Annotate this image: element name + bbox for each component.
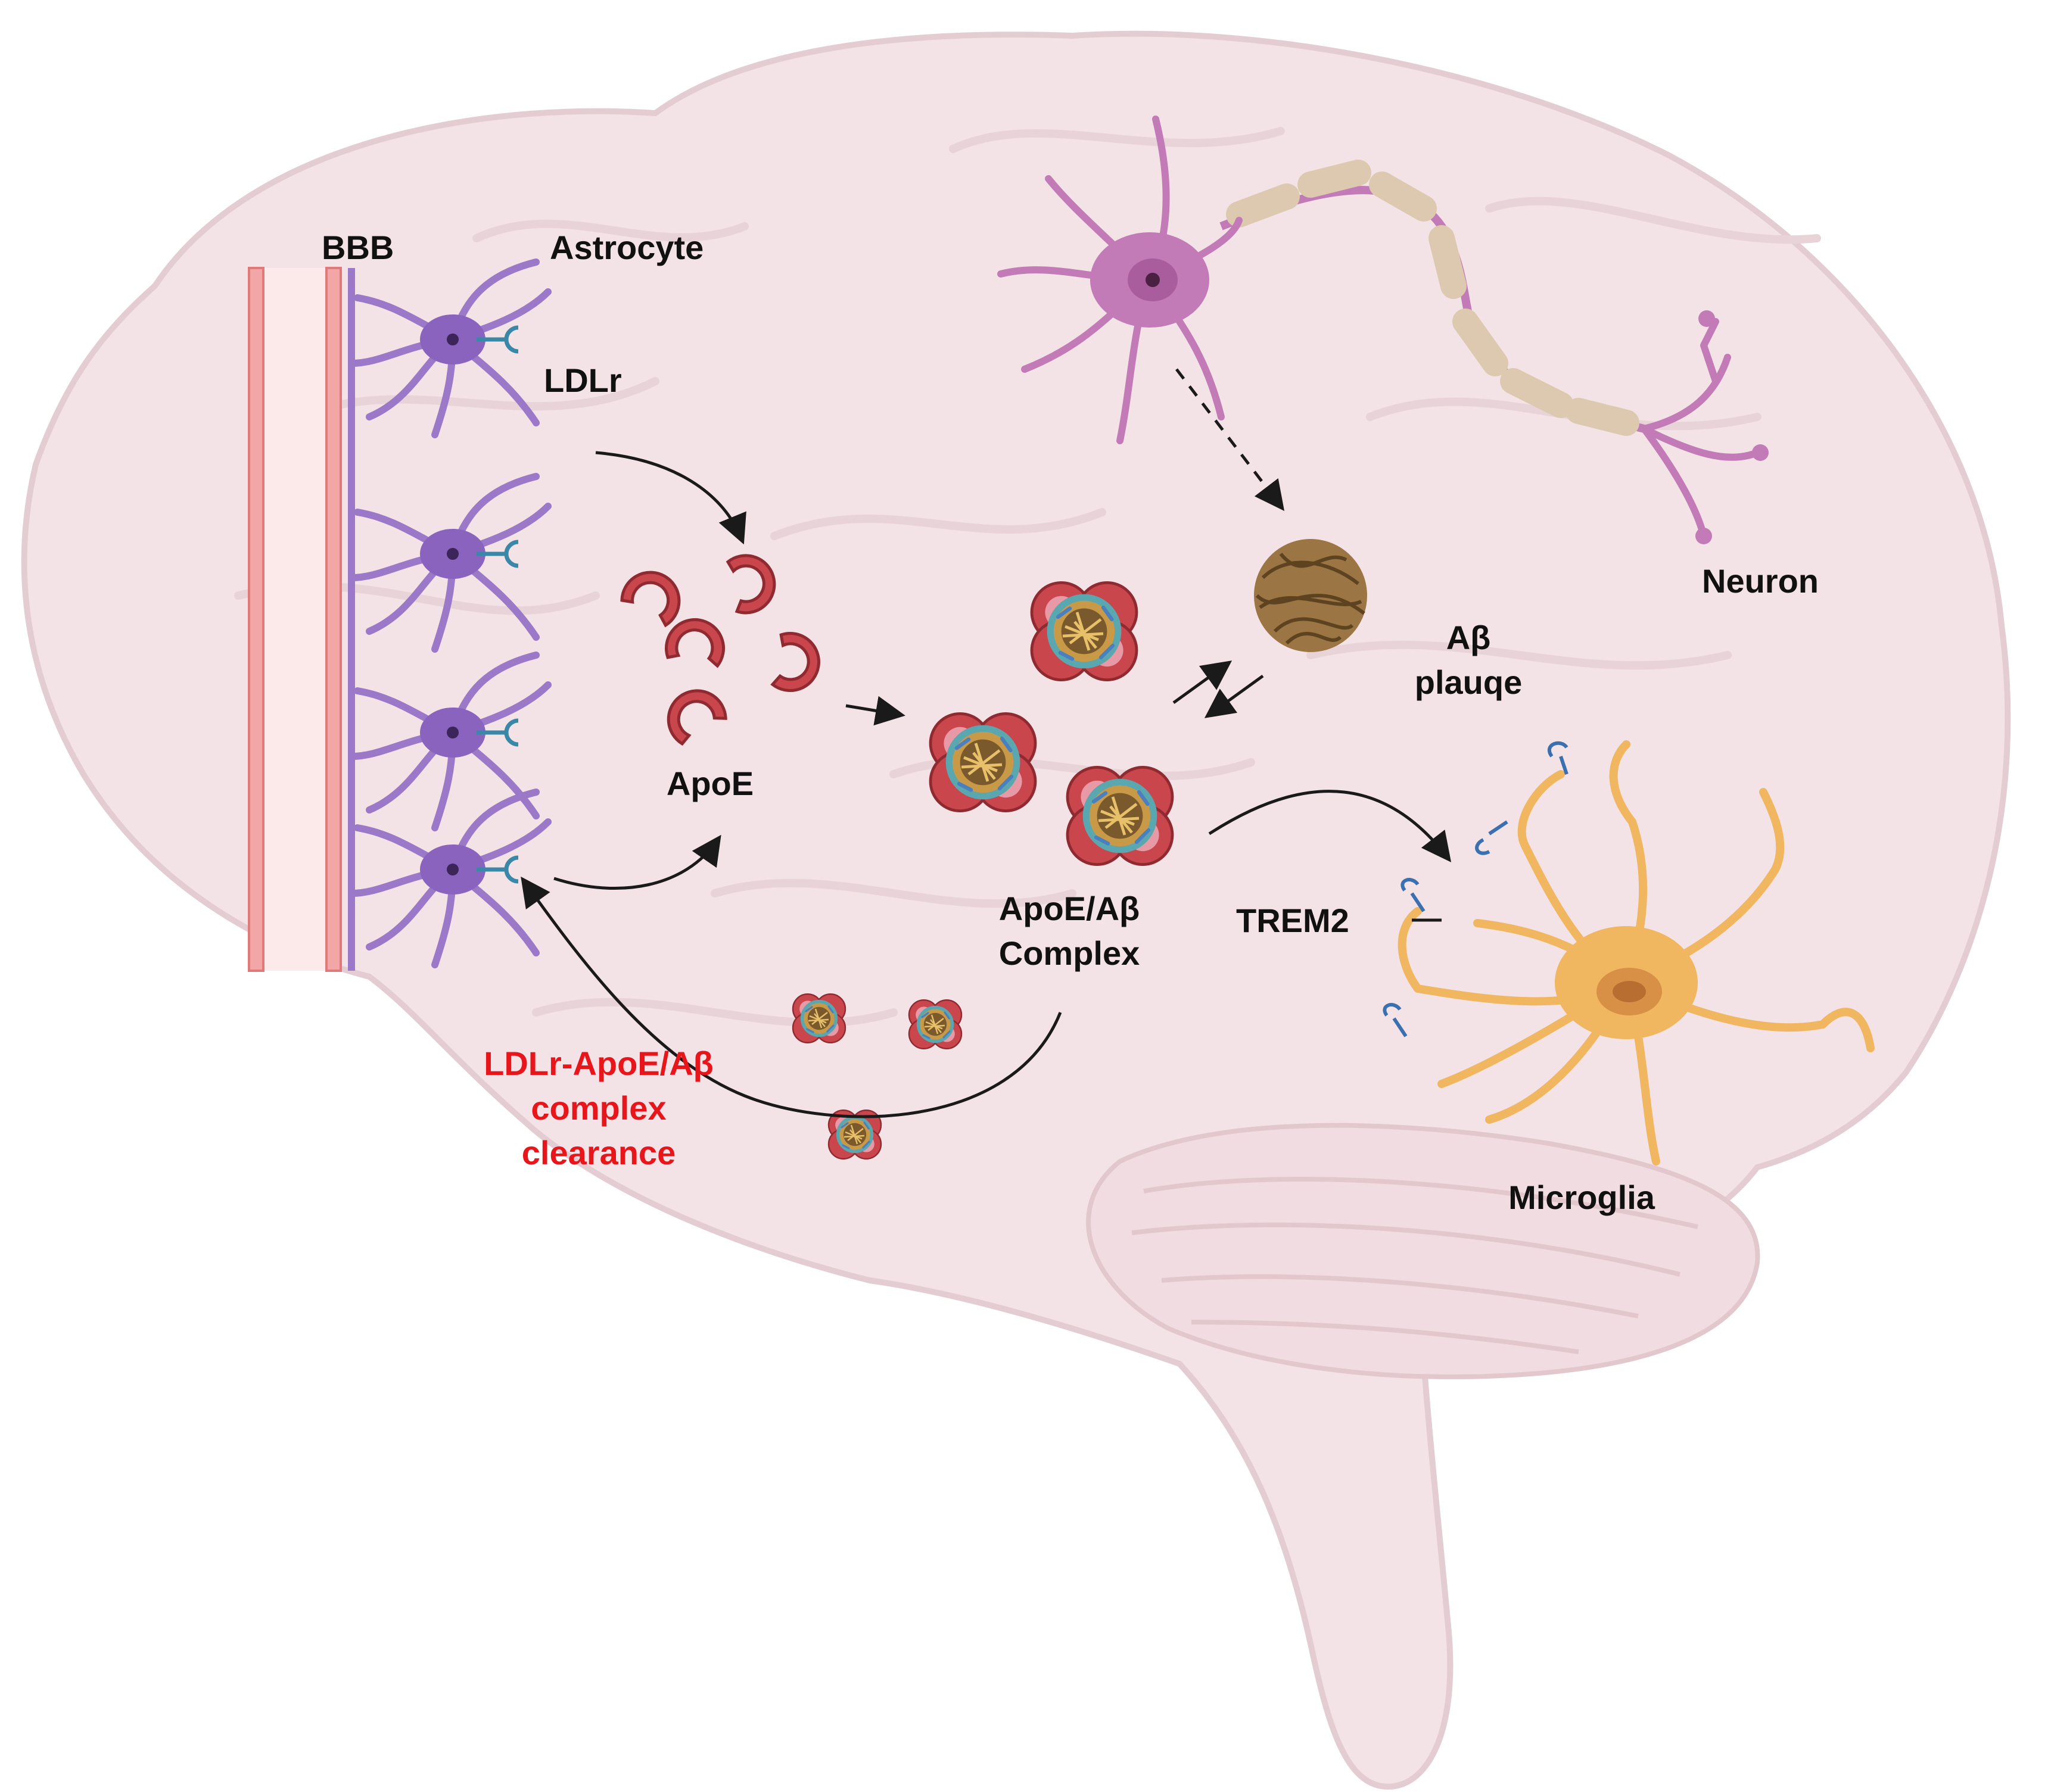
label-clearance-line2: complex	[531, 1089, 666, 1127]
trem2-receptor-icon	[1547, 741, 1568, 775]
label-trem2: TREM2	[1236, 902, 1349, 939]
trem2-receptor-icon	[1475, 820, 1508, 855]
label-clearance-line1: LDLr-ApoE/Aβ	[484, 1045, 714, 1082]
trem2-receptor-icon	[1383, 1003, 1408, 1037]
label-microglia: Microglia	[1508, 1179, 1655, 1216]
label-ldlr: LDLr	[544, 361, 622, 399]
arrow-complex-to-microglia	[1208, 790, 1452, 862]
label-neuron: Neuron	[1702, 562, 1819, 600]
label-astrocyte: Astrocyte	[550, 229, 704, 266]
labels: BBB Astrocyte LDLr ApoE Neuron Aβ plauqe…	[322, 229, 1819, 1216]
ldlr-receptors	[477, 325, 519, 884]
arrow-astrocyte-secretes-apoe	[553, 834, 721, 890]
arrow-neuron-to-plaque	[1175, 368, 1285, 511]
ldlr-receptor-icon	[477, 325, 519, 354]
label-abeta-plaque-line2: plauqe	[1415, 663, 1522, 701]
ldlr-receptor-icon	[477, 718, 519, 747]
brain-silhouette	[21, 30, 2011, 1790]
label-complex-line1: ApoE/Aβ	[999, 890, 1140, 927]
label-bbb: BBB	[322, 229, 394, 266]
label-apoe: ApoE	[667, 765, 754, 802]
trem2-receptors	[1383, 741, 1568, 1037]
bbb-vessel	[248, 267, 355, 972]
astrocyte-group	[348, 258, 552, 968]
cerebellum	[1086, 1123, 1760, 1379]
astrocyte-2	[348, 473, 552, 653]
ldlr-receptor-icon	[477, 540, 519, 568]
neuron	[997, 116, 1769, 544]
arrow-complex-to-plaque	[1172, 660, 1233, 705]
abeta-plaque	[1254, 539, 1367, 652]
arrow-astrocyte-to-apoe	[595, 451, 746, 545]
pathway-arrows	[521, 368, 1452, 1118]
astrocyte-4	[348, 789, 552, 968]
label-clearance-line3: clearance	[522, 1134, 676, 1171]
arrow-clearance	[521, 876, 1062, 1118]
trem2-receptor-icon	[1400, 878, 1426, 912]
label-abeta-plaque-line1: Aβ	[1446, 619, 1491, 656]
arrow-apoe-to-complex	[845, 696, 905, 726]
ldlr-receptor-icon	[477, 855, 519, 884]
astrocyte-1	[348, 258, 552, 438]
arrow-plaque-to-complex	[1204, 674, 1264, 718]
astrocyte-3	[348, 652, 552, 831]
label-complex-line2: Complex	[999, 934, 1140, 972]
microglia	[1398, 740, 1875, 1165]
